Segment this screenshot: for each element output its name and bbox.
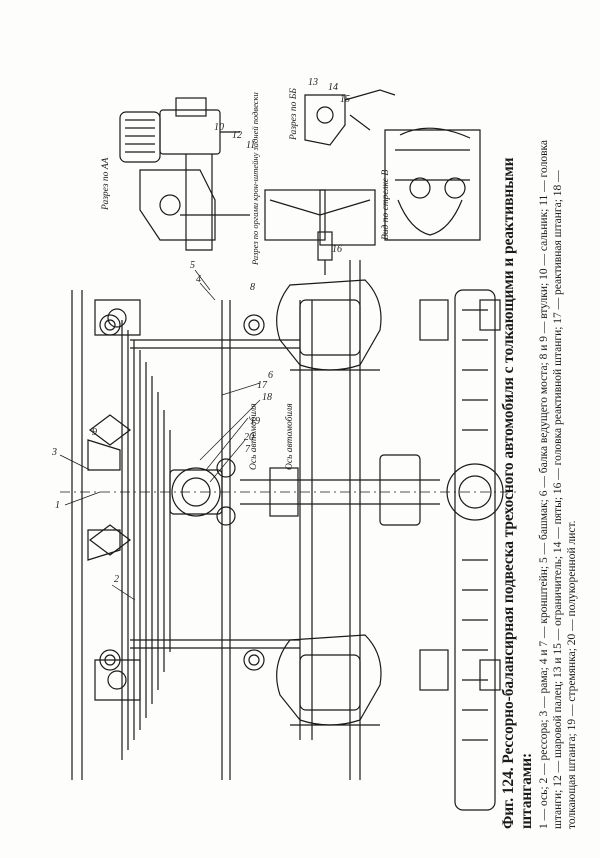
- leaf-spring: [121, 320, 171, 760]
- figure-caption: Фиг. 124. Рессорно-балансирная подвеска …: [500, 129, 579, 829]
- callout-7: 7: [245, 444, 251, 455]
- axle-housing-left: [276, 279, 382, 371]
- callout-9: 9: [92, 427, 97, 438]
- callout-13: 13: [308, 77, 318, 88]
- caption-legend: 1 — ось; 2 — рессора; 3 — рама; 4 и 7 — …: [537, 129, 579, 829]
- bracket-section-view: [264, 189, 376, 275]
- callout-2: 2: [114, 574, 119, 585]
- section-bb-view: [304, 89, 396, 146]
- section-aa-view: [119, 97, 250, 251]
- view-v: [384, 127, 481, 241]
- label-vehicle-axis-1: Ось автомобиля: [248, 403, 259, 470]
- callout-8: 8: [250, 282, 255, 293]
- label-bracket-section: Разрез по оргами крон-штейну задней подв…: [250, 92, 260, 266]
- caption-title: Фиг. 124. Рессорно-балансирная подвеска …: [500, 129, 536, 829]
- legend-text: 1 — ось; 2 — рессора; 3 — рама; 4 и 7 — …: [538, 139, 578, 829]
- callout-17: 17: [257, 380, 268, 391]
- callout-4: 4: [196, 274, 201, 285]
- hub-top-left: [94, 299, 141, 336]
- callout-16: 16: [332, 244, 342, 255]
- label-section-bb: Разрез по ББ: [289, 88, 299, 141]
- callout-11: 11: [246, 140, 255, 151]
- callout-18: 18: [262, 392, 272, 403]
- callout-5: 5: [190, 260, 195, 271]
- callout-15: 15: [340, 94, 350, 105]
- callout-14: 14: [328, 82, 338, 93]
- callout-10: 10: [214, 122, 224, 133]
- label-vehicle-axis-2: Ось автомобиля: [284, 403, 295, 470]
- callout-1: 1: [55, 500, 60, 511]
- callout-3: 3: [51, 447, 57, 458]
- callout-12: 12: [232, 130, 242, 141]
- label-view-v: Вид по стрелке В: [380, 170, 391, 240]
- label-section-aa: Разрез по АА: [101, 158, 111, 211]
- figure-title: Рессорно-балансирная подвеска трехосного…: [500, 157, 535, 829]
- main-plan-view: [60, 260, 520, 811]
- callout-19: 19: [250, 416, 260, 427]
- hub-bottom-left: [94, 659, 141, 701]
- figure-label: Фиг. 124.: [500, 767, 517, 829]
- drive-axle: [419, 289, 504, 811]
- callout-20: 20: [244, 432, 254, 443]
- callout-6: 6: [268, 370, 273, 381]
